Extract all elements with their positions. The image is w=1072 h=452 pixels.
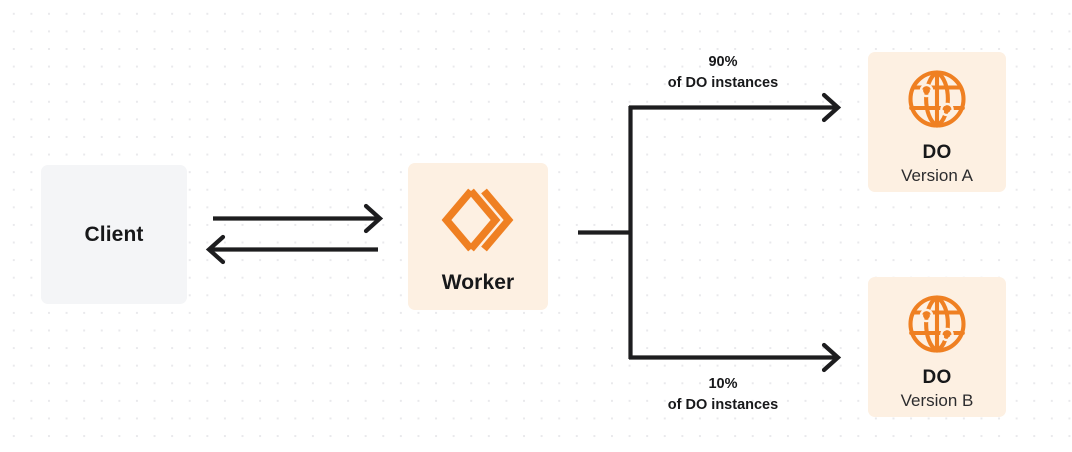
client-to-worker-arrow — [213, 203, 384, 234]
do-b-title: DO — [922, 367, 952, 388]
worker-branch-trunk — [578, 106, 633, 359]
edge-label-do-a-percent: 90% — [708, 54, 738, 70]
worker-to-do-b-arrow — [629, 342, 842, 373]
edge-label-do-a-caption: of DO instances — [667, 74, 779, 91]
durable-object-globe-icon — [906, 68, 968, 130]
node-client[interactable]: Client — [41, 165, 187, 304]
do-a-version-label: Version A — [901, 166, 973, 185]
worker-label: Worker — [441, 271, 515, 294]
edge-label-do-a: 90% of DO instances — [640, 52, 806, 93]
node-durable-object-version-b[interactable]: DO Version B — [868, 277, 1006, 417]
do-a-title: DO — [922, 142, 952, 163]
worker-to-do-a-arrow — [629, 92, 842, 123]
do-b-version-label: Version B — [900, 391, 974, 410]
edge-label-do-b: 10% of DO instances — [640, 374, 806, 415]
worker-to-client-arrow — [205, 234, 378, 265]
node-worker[interactable]: Worker — [408, 163, 548, 310]
edge-label-do-b-percent: 10% — [708, 376, 738, 392]
edge-label-do-b-caption: of DO instances — [667, 396, 779, 413]
durable-object-globe-icon — [906, 293, 968, 355]
node-durable-object-version-a[interactable]: DO Version A — [868, 52, 1006, 192]
client-label: Client — [84, 222, 144, 246]
cloudflare-workers-icon — [440, 187, 516, 253]
